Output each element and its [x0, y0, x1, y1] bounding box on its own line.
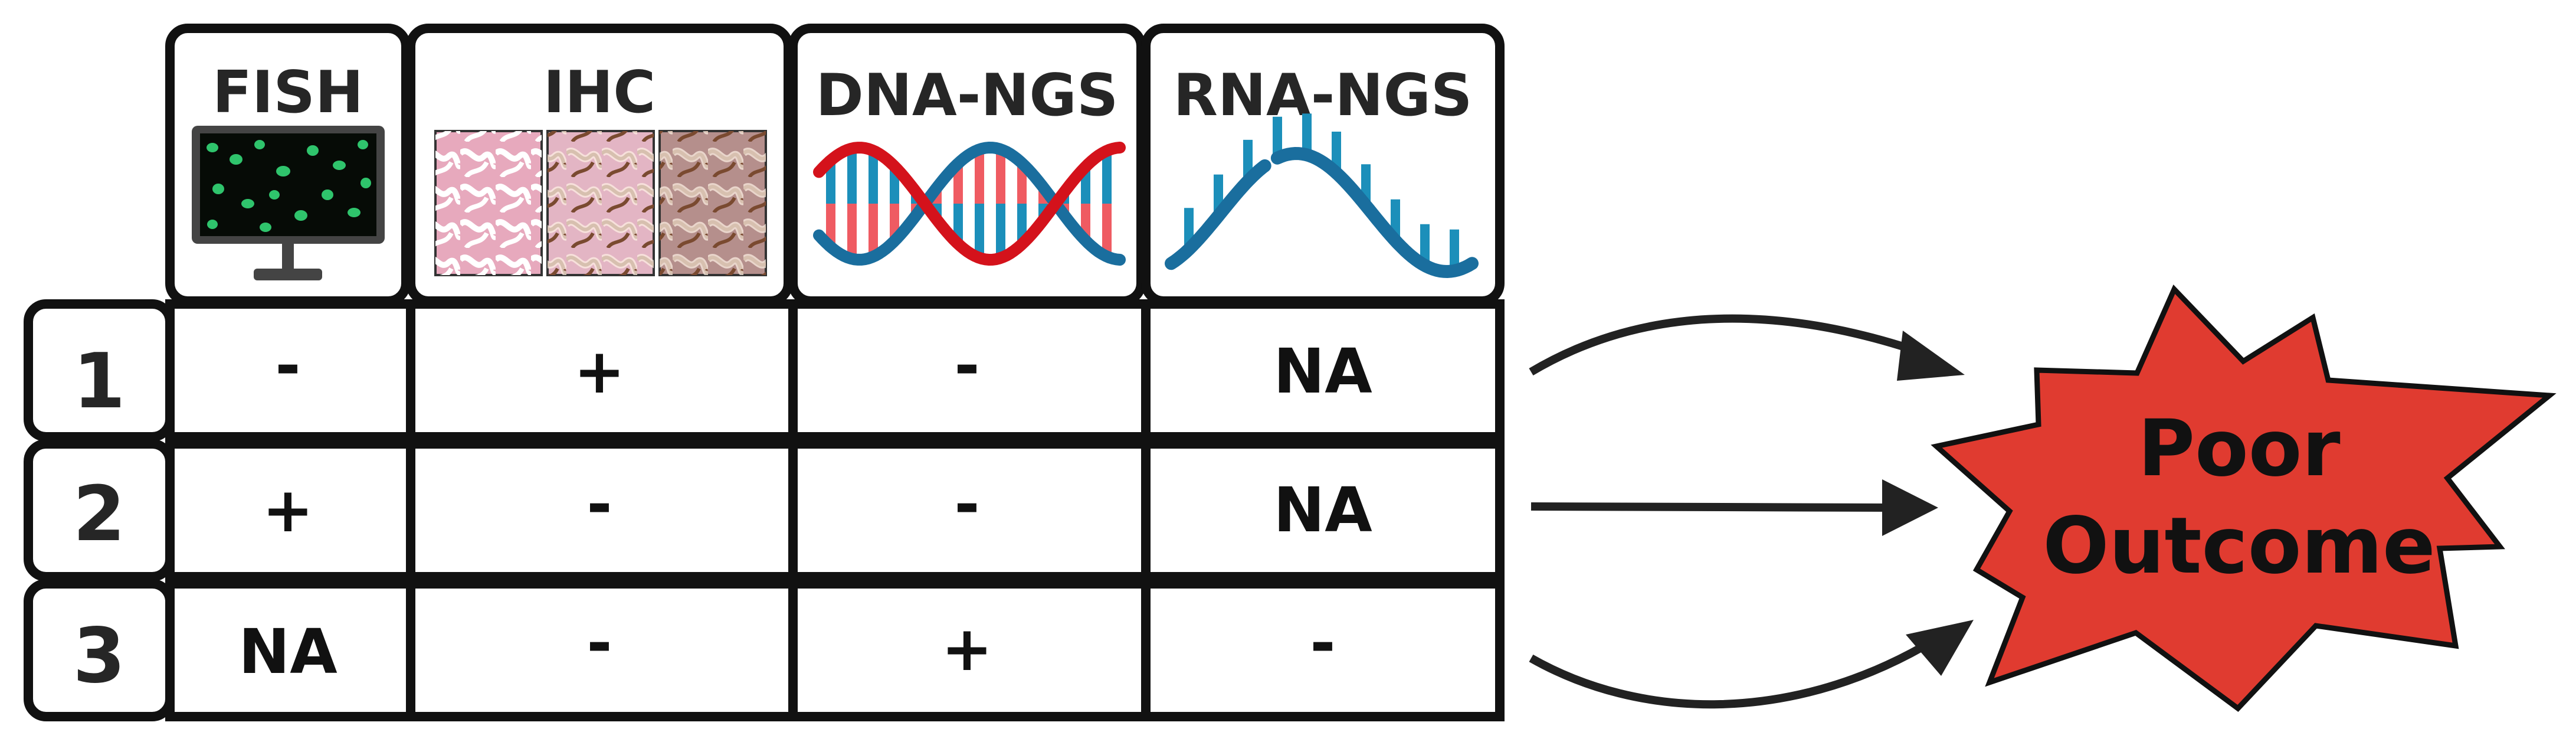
- rna-single-strand-icon: [1165, 113, 1479, 279]
- arrow-row-3: [1529, 620, 1974, 709]
- arrow-row-2: [1530, 479, 1938, 536]
- cell-ihc: -: [586, 607, 612, 679]
- column-header-rna-ngs: RNA-NGS: [1141, 24, 1505, 306]
- dna-double-helix-icon: [813, 141, 1126, 266]
- column-label: DNA-NGS: [816, 62, 1119, 129]
- cell-ihc: +: [573, 335, 625, 407]
- outcome-line-1: Poor: [2138, 403, 2340, 494]
- column-header-dna-ngs: DNA-NGS: [788, 24, 1146, 306]
- starburst-shape: [1931, 285, 2557, 712]
- column-header-fish: FISH: [165, 24, 411, 306]
- column-label: RNA-NGS: [1173, 62, 1472, 129]
- cell-dna-ngs: -: [954, 468, 979, 540]
- cell-fish: +: [262, 474, 313, 546]
- table-row: 3 NA - + -: [24, 579, 1505, 721]
- table-row: 2 + - - NA: [24, 439, 1505, 581]
- column-label: IHC: [543, 59, 656, 126]
- cell-dna-ngs: +: [941, 613, 992, 685]
- row-number: 2: [73, 470, 125, 558]
- column-label: FISH: [212, 59, 363, 126]
- outcome-line-2: Outcome: [2043, 501, 2435, 591]
- row-number: 1: [73, 338, 125, 426]
- cell-ihc: -: [586, 468, 612, 540]
- cell-fish: NA: [238, 616, 337, 688]
- cell-fish: -: [275, 329, 300, 401]
- cell-rna-ngs: -: [1310, 607, 1335, 679]
- row-number: 3: [73, 612, 125, 700]
- fluorescence-microscope-monitor-icon: [192, 126, 385, 280]
- cell-rna-ngs: NA: [1273, 335, 1372, 407]
- ihc-tissue-stain-panels-icon: [434, 130, 767, 276]
- arrow-row-1: [1529, 314, 1965, 381]
- poor-outcome-badge: Poor Outcome: [1931, 285, 2557, 712]
- cell-dna-ngs: -: [954, 329, 979, 401]
- column-header-ihc: IHC: [406, 24, 793, 306]
- cell-rna-ngs: NA: [1273, 474, 1372, 546]
- table-row: 1 - + - NA: [24, 299, 1505, 442]
